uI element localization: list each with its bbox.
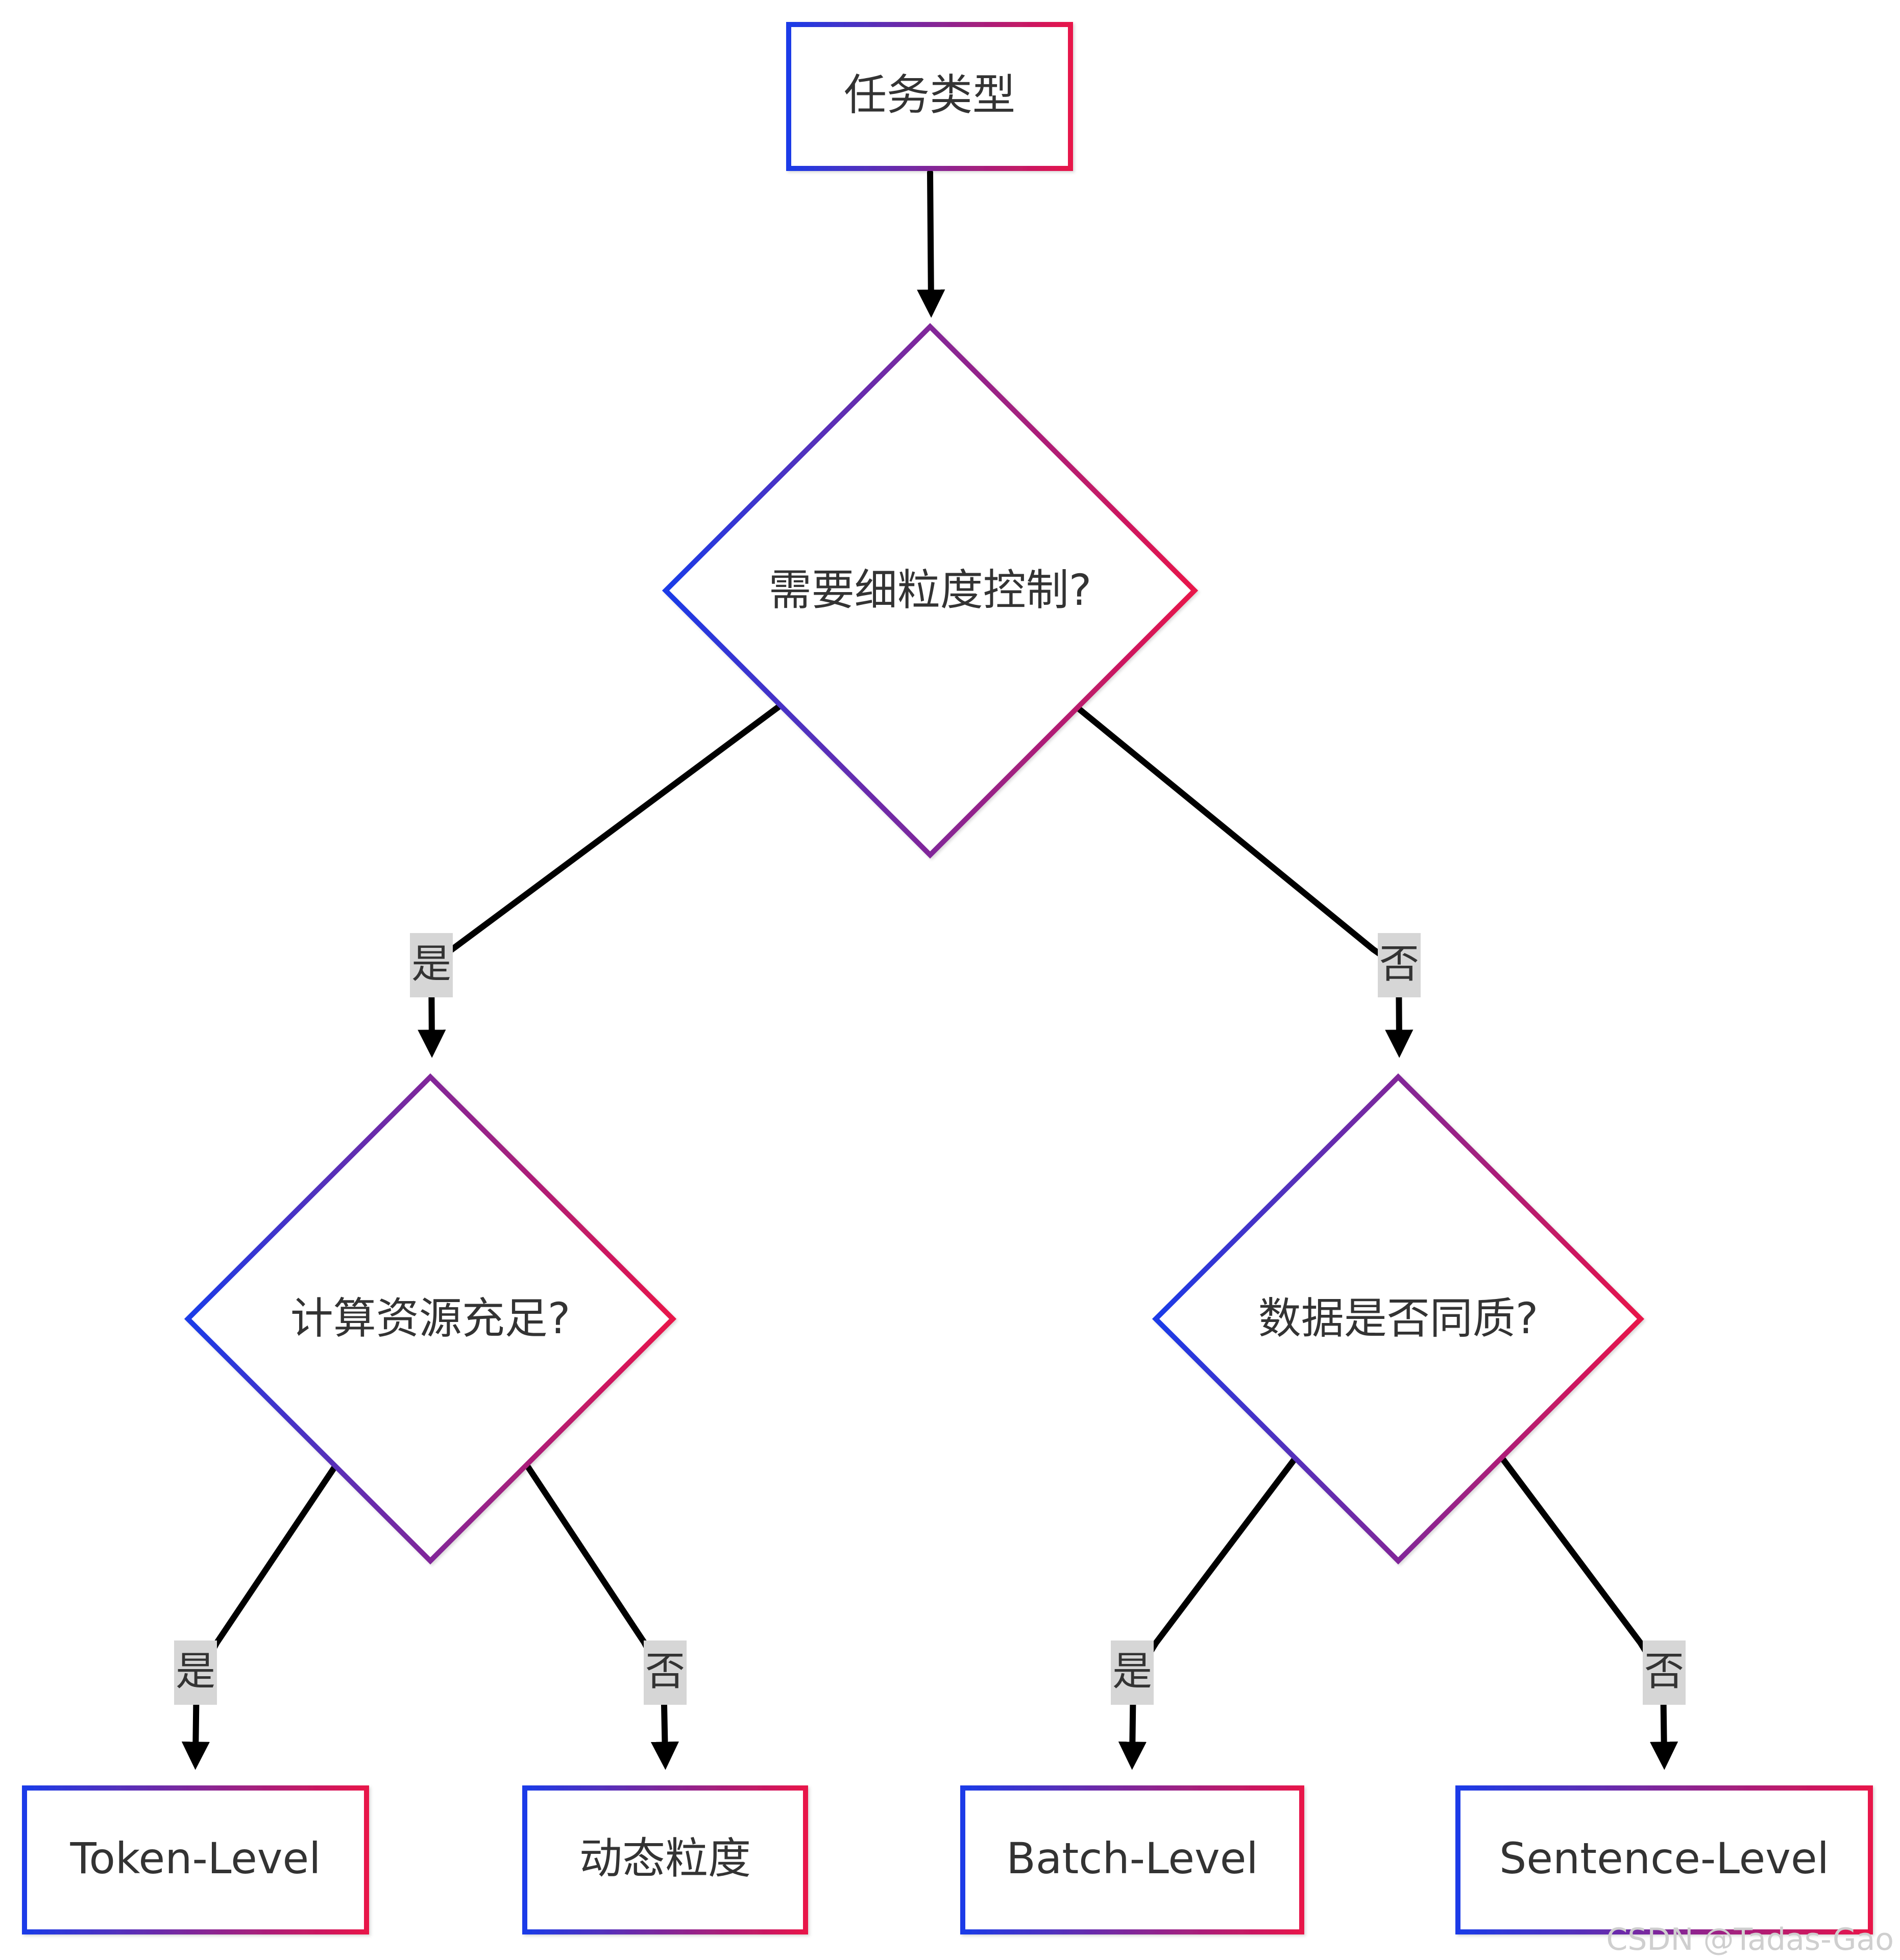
edge-fine-no <box>1077 706 1414 1058</box>
node-batch-level-label: Batch-Level <box>1006 1833 1258 1883</box>
edge-label-compute-yes: 是 <box>174 1640 217 1705</box>
watermark-text: CSDN @Tadas-Gao <box>1606 1922 1894 1957</box>
edge-label-fine-no: 否 <box>1378 933 1421 997</box>
edge-label-fine-yes: 是 <box>410 933 453 997</box>
edge-compute-no <box>525 1464 679 1770</box>
node-dynamic-label: 动态粒度 <box>579 1833 751 1883</box>
node-dynamic: 动态粒度 <box>522 1785 808 1934</box>
edge-label-homo-yes: 是 <box>1111 1640 1154 1705</box>
edge-fine-yes <box>418 704 782 1058</box>
edge-homo-no <box>1500 1457 1678 1770</box>
node-decision-compute: 计算资源充足? <box>184 1073 677 1565</box>
node-sentence-level-label: Sentence-Level <box>1499 1833 1829 1883</box>
node-sentence-level: Sentence-Level <box>1455 1785 1873 1934</box>
node-start-label: 任务类型 <box>844 70 1015 120</box>
node-token-level: Token-Level <box>22 1785 369 1934</box>
edge-label-text: 否 <box>1644 1649 1684 1695</box>
node-decision-homogeneous: 数据是否同质? <box>1152 1073 1645 1565</box>
node-decision-homogeneous-label: 数据是否同质? <box>1258 1293 1539 1343</box>
edge-label-text: 是 <box>176 1649 215 1695</box>
edge-label-compute-no: 否 <box>644 1640 687 1705</box>
node-start: 任务类型 <box>786 22 1073 171</box>
edge-label-homo-no: 否 <box>1643 1640 1686 1705</box>
edge-label-text: 是 <box>411 941 451 987</box>
node-token-level-label: Token-Level <box>69 1833 321 1883</box>
edge-label-text: 否 <box>1379 941 1419 987</box>
edge-label-text: 是 <box>1112 1649 1152 1695</box>
edge-label-text: 否 <box>645 1649 685 1695</box>
node-decision-compute-label: 计算资源充足? <box>290 1293 571 1343</box>
edge-homo-yes <box>1118 1457 1297 1770</box>
node-decision-fine-label: 需要细粒度控制? <box>769 565 1092 615</box>
edge-start-to-fine <box>917 169 945 318</box>
node-batch-level: Batch-Level <box>960 1785 1304 1934</box>
node-decision-fine: 需要细粒度控制? <box>662 323 1199 859</box>
edge-compute-yes <box>181 1464 337 1770</box>
